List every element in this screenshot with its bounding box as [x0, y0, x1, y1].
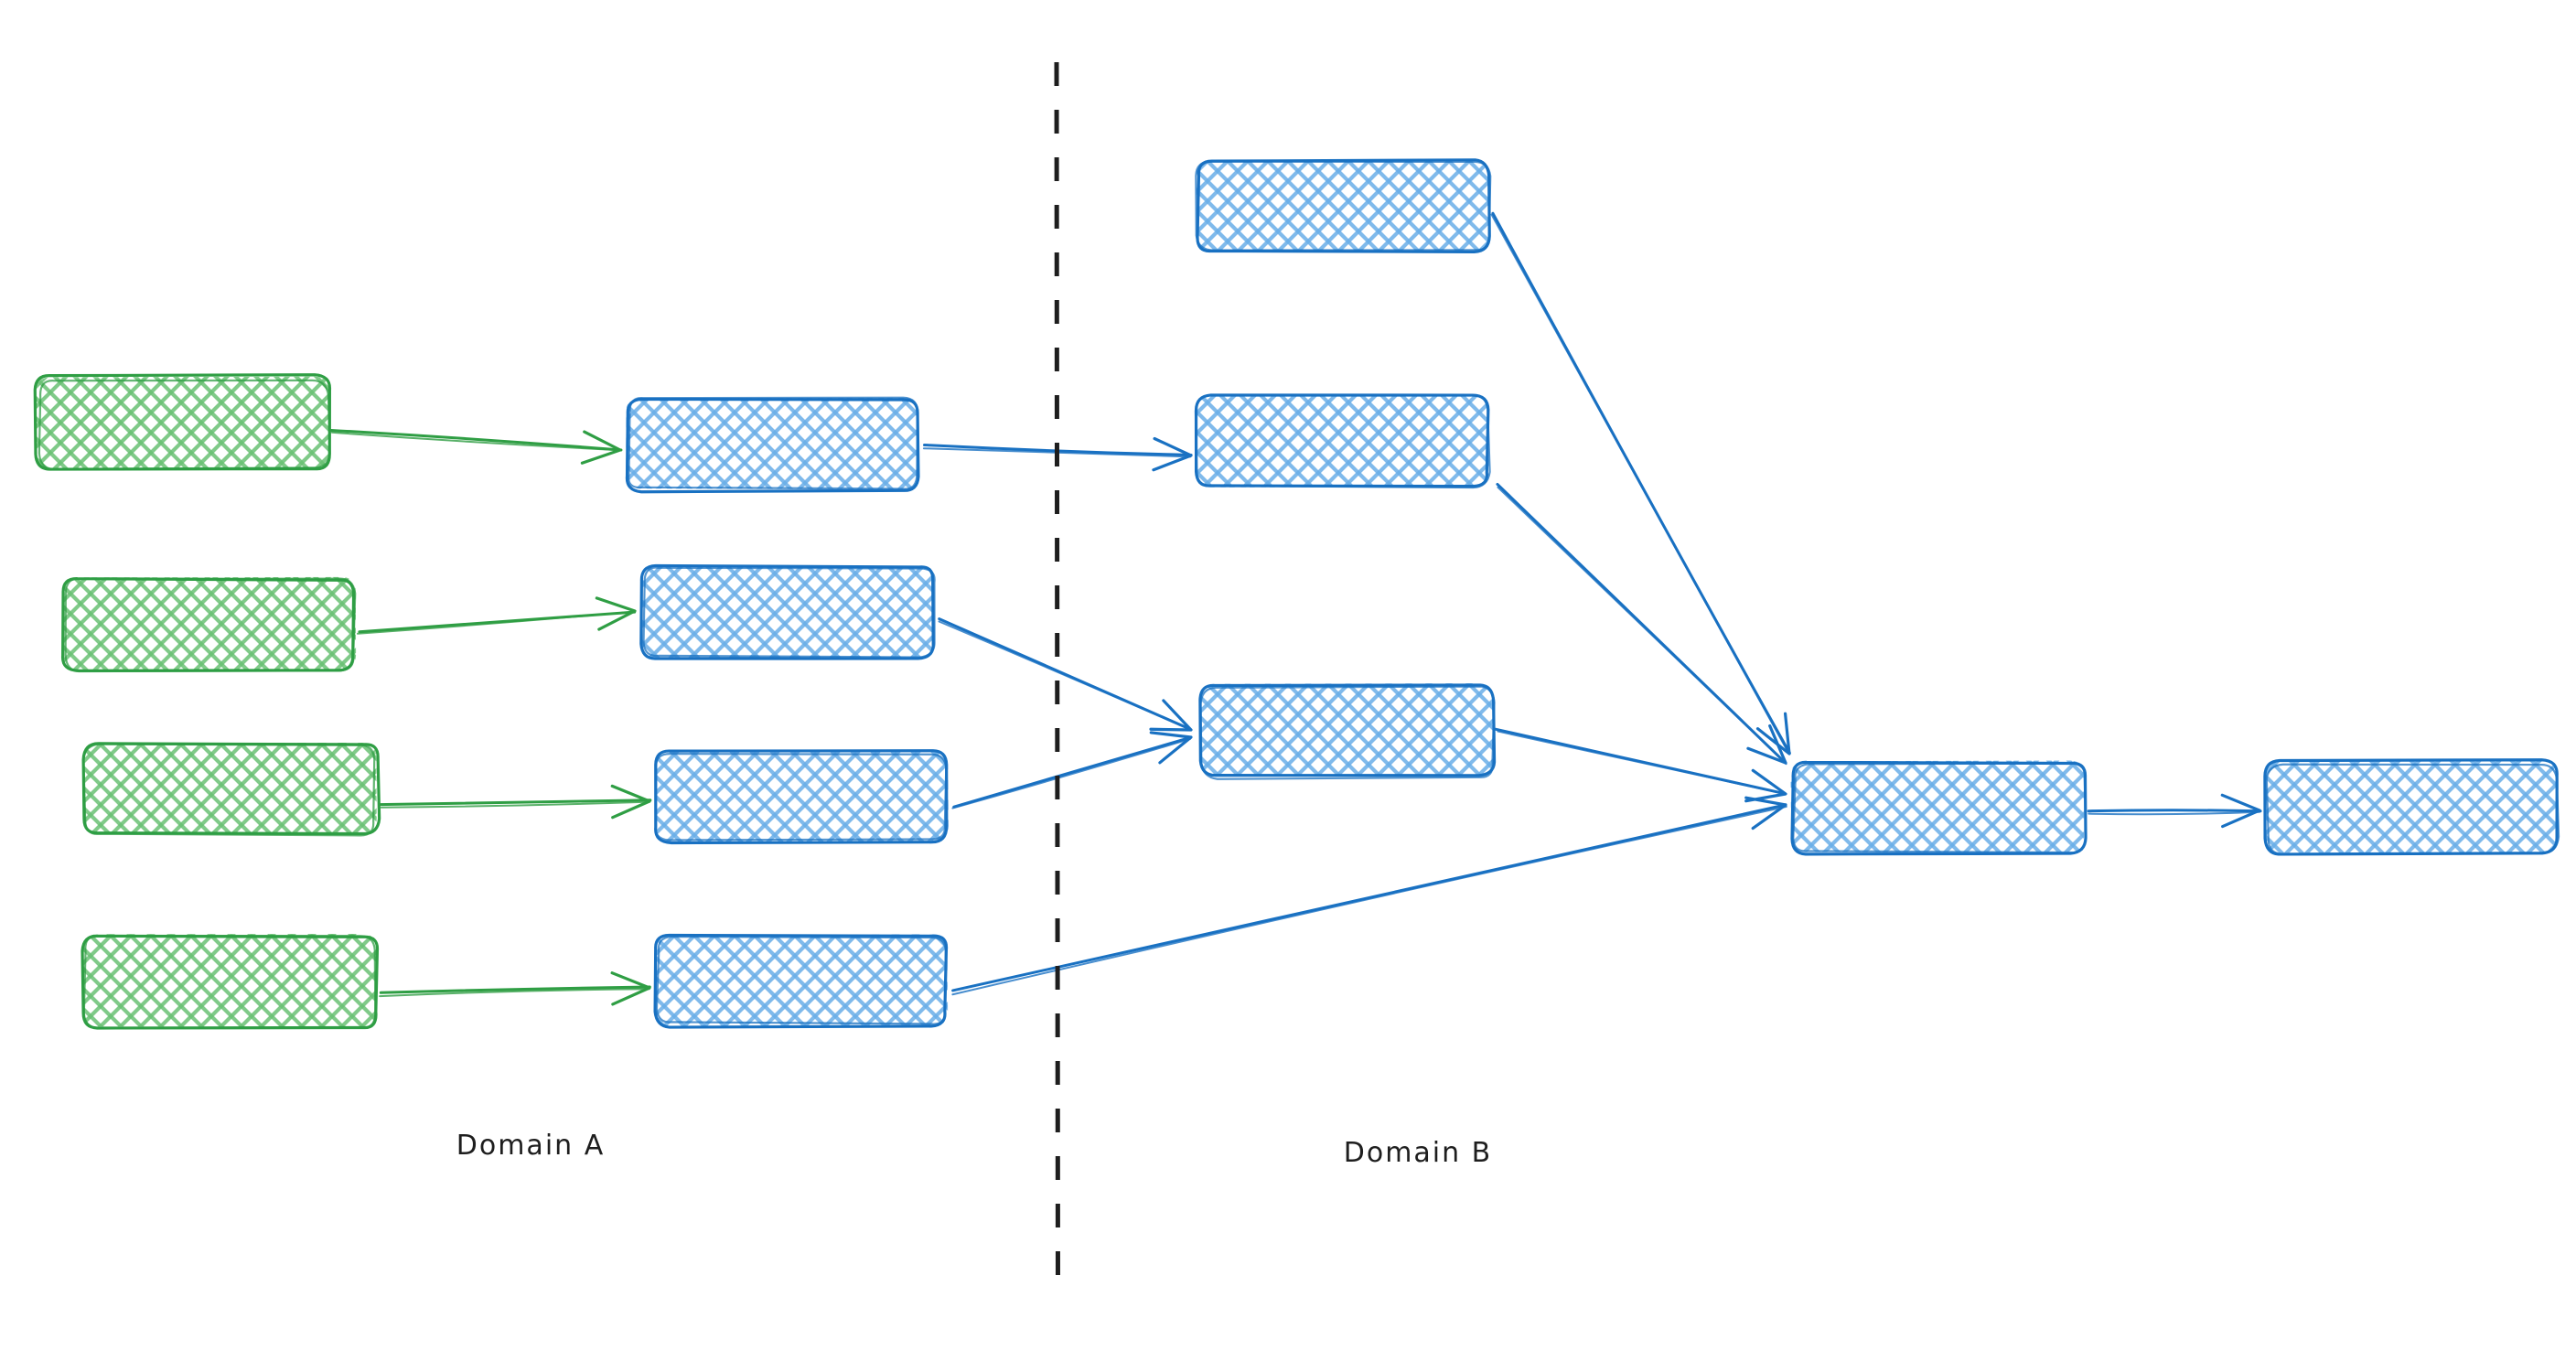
node-c1[interactable] — [1194, 393, 1491, 489]
edge-shaft-c2-d1-1 — [1497, 730, 1787, 796]
edge-arrowhead-c2-d1 — [1744, 768, 1787, 803]
node-outline2-b2 — [642, 566, 936, 659]
node-fill-c2 — [1199, 682, 1494, 776]
domain-label-domain-a: Domain A — [456, 1130, 605, 1162]
domain-divider — [1054, 61, 1060, 1295]
node-fill-a3 — [83, 742, 377, 834]
edge-shaft-a3-b3-1 — [380, 800, 651, 809]
edge-a1-b1 — [329, 428, 623, 465]
node-outline2-a4 — [82, 934, 377, 1030]
edge-arrowhead-b1-c1 — [1152, 436, 1193, 472]
node-fill-c1 — [1196, 394, 1490, 488]
edge-b4-d1 — [951, 796, 1787, 996]
node-outline2-c0 — [1195, 160, 1492, 252]
edge-shaft-c0-d1-1 — [1490, 213, 1790, 756]
node-a2[interactable] — [61, 576, 357, 673]
node-outline2-b3 — [654, 753, 948, 841]
node-outline2-a1 — [38, 379, 331, 470]
edge-a2-b2 — [356, 596, 637, 635]
edge-shaft-d1-e1-1 — [2088, 810, 2260, 816]
node-outline2-c1 — [1194, 393, 1491, 489]
edge-shaft-a1-b1-1 — [330, 431, 622, 452]
edge-arrowhead-a4-b4 — [610, 971, 651, 1006]
node-b2[interactable] — [639, 563, 936, 660]
node-fill-d1 — [1790, 760, 2085, 852]
node-fill-a1 — [36, 376, 330, 468]
edge-a4-b4 — [379, 971, 651, 1006]
node-a4[interactable] — [80, 934, 380, 1030]
edge-arrowhead-b2-c2 — [1149, 699, 1193, 732]
edge-d1-e1 — [2087, 793, 2262, 829]
divider-layer — [1054, 61, 1060, 1295]
node-b4[interactable] — [653, 933, 949, 1029]
edge-shaft-d1-e1-0 — [2087, 809, 2262, 813]
edge-arrowhead-b3-c2 — [1149, 731, 1193, 765]
edge-shaft-a1-b1-0 — [329, 428, 623, 452]
domain-label-domain-b: Domain B — [1344, 1137, 1493, 1169]
node-fill-b2 — [640, 565, 934, 659]
domain-label-layer: Domain A Domain B — [456, 1130, 1493, 1169]
edge-shaft-b3-c2-0 — [952, 735, 1193, 809]
edge-shaft-a4-b4-0 — [379, 985, 651, 994]
edge-arrowhead-a3-b3 — [610, 784, 651, 820]
node-c2[interactable] — [1198, 682, 1497, 780]
node-e1[interactable] — [2263, 758, 2560, 856]
node-fill-b4 — [654, 934, 949, 1026]
edge-layer — [329, 211, 2262, 1006]
edge-arrowhead-d1-e1 — [2220, 793, 2261, 829]
node-fill-b3 — [655, 749, 949, 842]
node-outline2-c2 — [1199, 685, 1496, 780]
node-outline2-a2 — [64, 577, 357, 673]
node-outline2-a3 — [82, 743, 376, 837]
edge-b2-c2 — [938, 617, 1193, 732]
node-outline-b4 — [653, 933, 949, 1029]
node-fill-a2 — [61, 576, 357, 670]
edge-shaft-a4-b4-1 — [379, 988, 650, 998]
edge-shaft-c0-d1-0 — [1491, 211, 1791, 755]
node-c0[interactable] — [1195, 158, 1492, 253]
node-a1[interactable] — [33, 373, 332, 471]
edge-shaft-b3-c2-1 — [951, 737, 1192, 809]
node-b3[interactable] — [654, 749, 949, 845]
edge-arrowhead-a1-b1 — [580, 430, 622, 465]
edge-arrowhead-b4-d1 — [1744, 796, 1787, 831]
node-b1[interactable] — [625, 396, 920, 494]
node-fill-a4 — [82, 934, 377, 1027]
edge-arrowhead-c0-d1 — [1755, 712, 1791, 756]
edge-c2-d1 — [1494, 727, 1787, 803]
node-d1[interactable] — [1790, 760, 2088, 856]
node-outline2-d1 — [1792, 762, 2088, 854]
node-outline-a1 — [33, 373, 332, 471]
edge-c1-d1 — [1496, 482, 1787, 766]
node-outline2-b1 — [628, 396, 918, 490]
edge-a3-b3 — [378, 784, 652, 820]
node-outline2-e1 — [2265, 763, 2560, 855]
node-layer — [33, 158, 2560, 1030]
edge-shaft-b2-c2-1 — [938, 620, 1192, 732]
node-fill-b1 — [626, 397, 918, 489]
edge-arrowhead-c1-d1 — [1746, 724, 1787, 765]
edge-shaft-a3-b3-0 — [378, 799, 652, 807]
edge-shaft-c1-d1-1 — [1497, 486, 1787, 766]
node-a3[interactable] — [81, 742, 381, 837]
edge-shaft-a2-b2-1 — [356, 610, 636, 635]
node-fill-e1 — [2265, 761, 2560, 853]
edge-arrowhead-a2-b2 — [595, 596, 637, 631]
edge-b3-c2 — [951, 731, 1193, 809]
edge-shaft-b4-d1-1 — [951, 805, 1787, 996]
edge-shaft-b4-d1-0 — [951, 803, 1787, 992]
node-fill-c0 — [1196, 161, 1489, 252]
edge-c0-d1 — [1490, 211, 1791, 756]
node-outline2-b4 — [655, 935, 947, 1025]
